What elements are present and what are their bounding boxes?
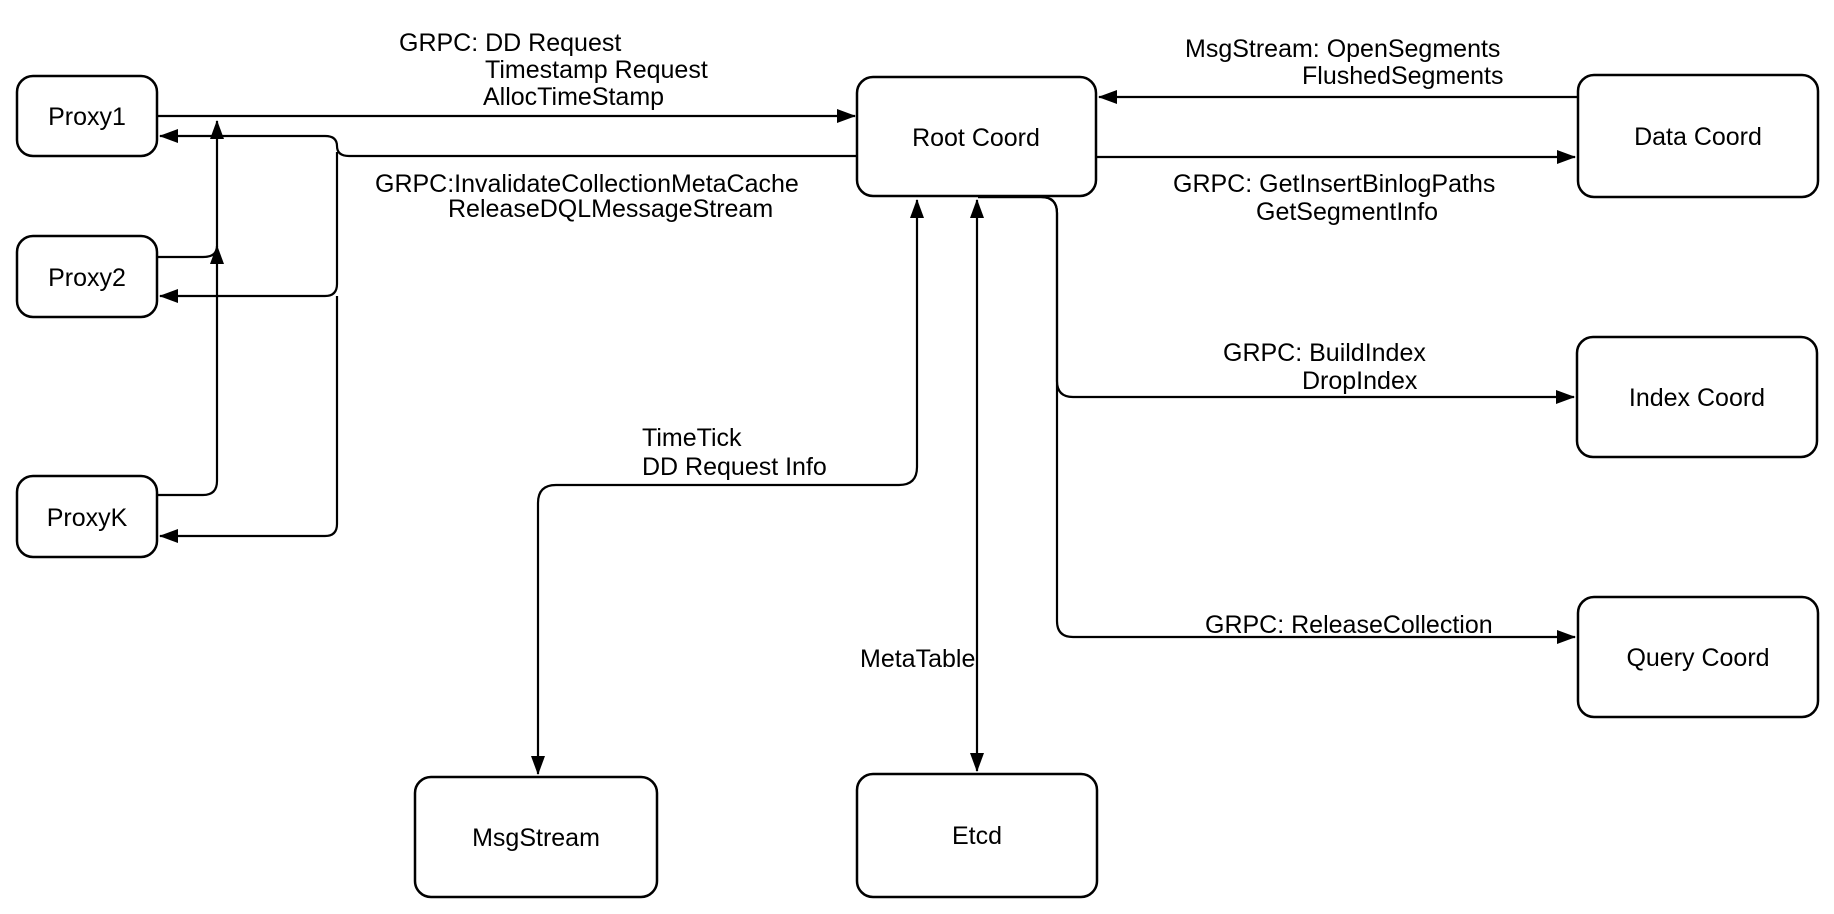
edge-label-root-to-query: GRPC: ReleaseCollection — [1205, 611, 1493, 639]
node-etcd-label: Etcd — [952, 822, 1002, 850]
edge-rootcoord-to-indexcoord — [978, 195, 1575, 404]
node-query-coord-box — [1576, 595, 1820, 719]
node-root-coord-box — [855, 75, 1098, 198]
edge-label-data-to-root: MsgStream: OpenSegments FlushedSegments — [1185, 35, 1504, 90]
node-proxy1: Proxy1 — [15, 74, 159, 158]
edge-label-line: GRPC: ReleaseCollection — [1205, 611, 1493, 639]
node-proxy2-box — [15, 234, 159, 319]
node-proxy1-label: Proxy1 — [48, 103, 126, 131]
node-proxy2: Proxy2 — [15, 234, 159, 319]
edge-label-line: GRPC: DD Request — [399, 29, 621, 57]
edge-label-root-to-etcd: MetaTable — [860, 645, 975, 673]
node-proxy1-box — [15, 74, 159, 158]
edge-label-root-to-proxies: GRPC:InvalidateCollectionMetaCache Relea… — [375, 170, 799, 223]
edge-proxy2-to-trunk — [157, 245, 224, 265]
node-etcd-box — [855, 772, 1099, 899]
node-etcd: Etcd — [855, 772, 1099, 899]
edge-label-line: MetaTable — [860, 645, 975, 673]
edge-label-line: GRPC: GetInsertBinlogPaths — [1173, 170, 1495, 198]
edge-label-line: AllocTimeStamp — [483, 83, 664, 111]
edge-label-root-to-data: GRPC: GetInsertBinlogPaths GetSegmentInf… — [1173, 170, 1495, 226]
node-proxy2-label: Proxy2 — [48, 264, 126, 292]
node-msgstream-label: MsgStream — [472, 824, 600, 852]
node-index-coord-label: Index Coord — [1629, 384, 1765, 412]
node-data-coord: Data Coord — [1576, 73, 1820, 199]
edge-rootcoord-msgstream — [531, 199, 924, 775]
edge-label-line: GRPC:InvalidateCollectionMetaCache — [375, 170, 799, 198]
node-proxyk: ProxyK — [15, 474, 159, 559]
edge-proxyk-to-rootcoord-trunk — [157, 120, 224, 497]
node-query-coord: Query Coord — [1576, 595, 1820, 719]
edge-label-root-to-msgstream: TimeTick DD Request Info — [642, 424, 827, 481]
edge-rootcoord-to-querycoord — [978, 195, 1576, 644]
edge-label-proxies-to-root: GRPC: DD Request Timestamp Request Alloc… — [399, 29, 708, 111]
edge-label-line: FlushedSegments — [1302, 62, 1504, 90]
node-data-coord-label: Data Coord — [1634, 123, 1762, 151]
node-root-coord-label: Root Coord — [912, 124, 1040, 152]
edge-label-line: MsgStream: OpenSegments — [1185, 35, 1500, 63]
node-data-coord-box — [1576, 73, 1820, 199]
edge-label-line: DD Request Info — [642, 453, 827, 481]
edge-label-line: GetSegmentInfo — [1256, 198, 1438, 226]
node-index-coord-box — [1575, 335, 1819, 459]
edge-label-line: ReleaseDQLMessageStream — [448, 195, 773, 223]
edge-rootcoord-to-proxy2 — [159, 152, 339, 303]
edge-label-line: Timestamp Request — [485, 56, 708, 84]
node-msgstream: MsgStream — [413, 775, 659, 899]
edge-rootcoord-to-proxy1 — [159, 129, 857, 158]
node-query-coord-label: Query Coord — [1626, 644, 1769, 672]
edge-rootcoord-to-proxyk — [159, 296, 339, 543]
edge-label-line: TimeTick — [642, 424, 742, 452]
node-proxyk-label: ProxyK — [47, 504, 128, 532]
node-proxyk-box — [15, 474, 159, 559]
node-root-coord: Root Coord — [855, 75, 1098, 198]
node-index-coord: Index Coord — [1575, 335, 1819, 459]
edge-label-line: GRPC: BuildIndex — [1223, 339, 1426, 367]
edge-label-root-to-index: GRPC: BuildIndex DropIndex — [1223, 339, 1426, 395]
node-msgstream-box — [413, 775, 659, 899]
edge-label-line: DropIndex — [1302, 367, 1418, 395]
